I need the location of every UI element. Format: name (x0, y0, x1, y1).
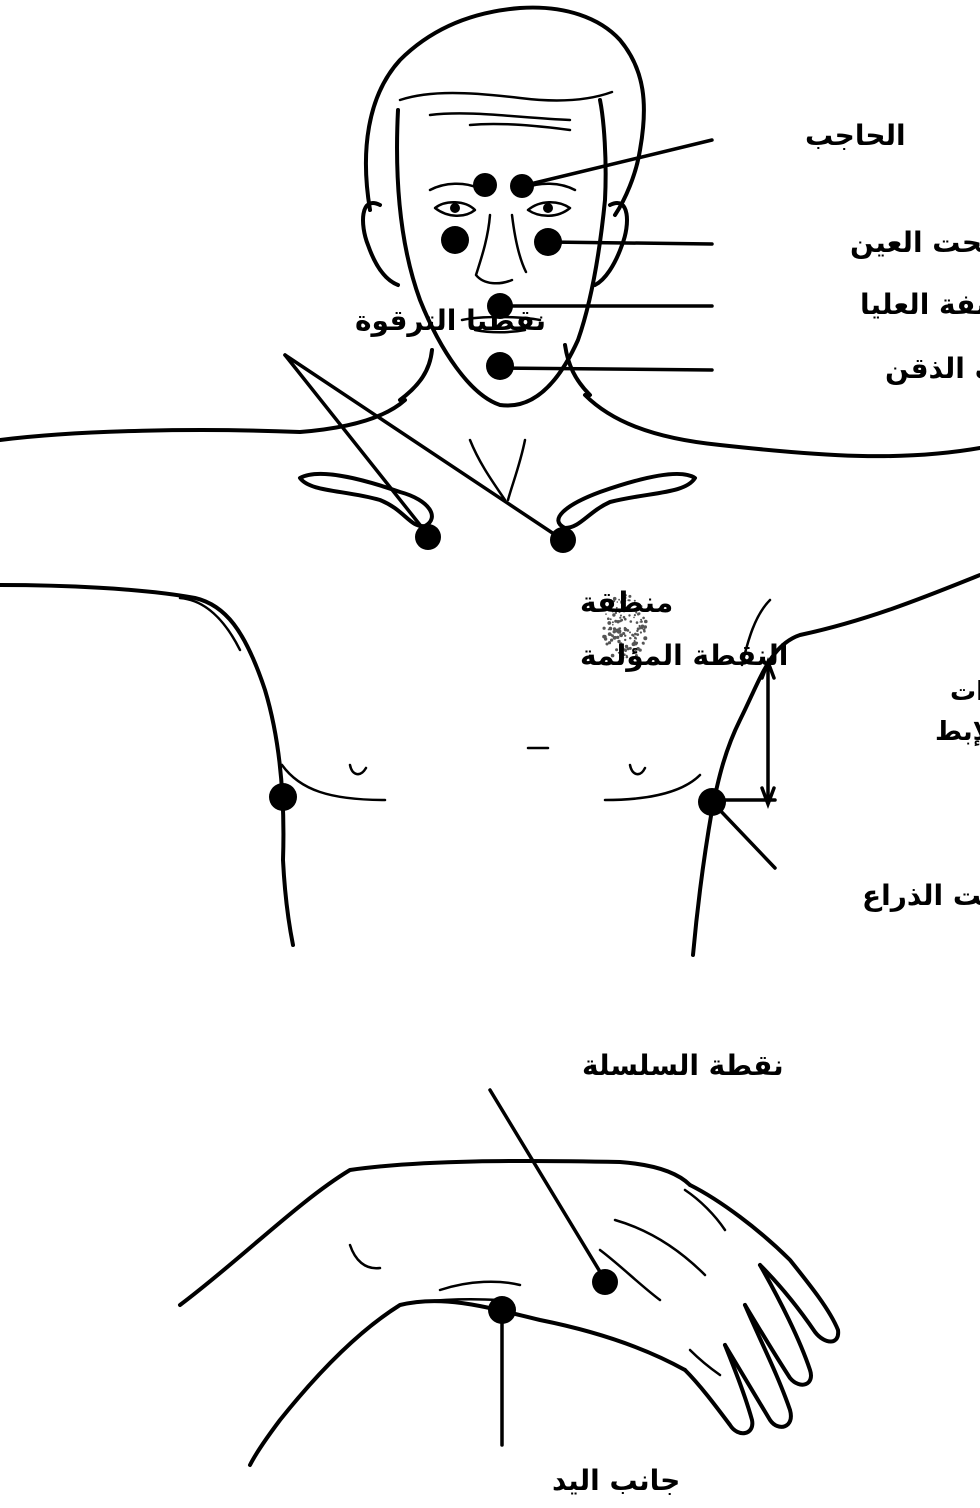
label-side-of-hand: جانب اليد (552, 1464, 680, 1497)
stipple-dot (639, 627, 642, 630)
stipple-dot (612, 621, 614, 623)
label-collarbone-points: نقطتا الترقوة (355, 304, 546, 337)
label-sore-spot-line1: منطقة (580, 586, 673, 619)
stipple-dot (608, 632, 612, 636)
under-arm-point-left (269, 783, 297, 811)
stipple-dot (644, 625, 647, 628)
stipple-dot (630, 620, 633, 623)
stipple-dot (641, 628, 643, 630)
stipple-dot (633, 635, 635, 637)
karate-chop-point (592, 1269, 618, 1295)
stipple-dot (641, 621, 643, 623)
eyebrow-point-left (473, 173, 497, 197)
labels: الحاجب تحت العين الشفة العليا منتصف الذق… (355, 119, 980, 1497)
collarbone-point-left (415, 524, 441, 550)
label-under-arm: تحت الذراع (862, 879, 980, 912)
label-karate-chop: نقطة السلسلة (582, 1049, 784, 1082)
torso-drawing (0, 395, 980, 955)
label-upper-lip: الشفة العليا (860, 288, 980, 321)
label-eyebrows: الحاجب (805, 119, 906, 152)
stipple-dot (624, 627, 627, 630)
eyebrow-point-right (510, 174, 534, 198)
stipple-dot (612, 624, 614, 626)
under-arm-point-right (698, 788, 726, 816)
label-armpit-line1: ١٠ سنتيمترات (950, 677, 980, 707)
head-drawing (363, 8, 644, 406)
collarbone-point-right (550, 527, 576, 553)
stipple-dot (640, 631, 642, 633)
label-sore-spot-line2: النقطة المؤلمة (580, 639, 788, 672)
stipple-dot (643, 630, 646, 633)
tapping-points (269, 173, 726, 1324)
label-armpit-line2: أسفل الإبط (935, 714, 980, 747)
stipple-dot (607, 621, 611, 625)
stipple-dot (609, 627, 612, 630)
stipple-dot (613, 627, 616, 630)
stipple-dot (603, 627, 606, 630)
stipple-dot (617, 629, 621, 633)
under-eye-point-left (441, 226, 469, 254)
stipple-dot (636, 621, 639, 624)
stipple-dot (642, 625, 644, 627)
label-chin-middle: منتصف الذقن (885, 352, 980, 385)
stipple-dot (644, 620, 648, 624)
stipple-dot (613, 630, 616, 633)
under-eye-point-right (534, 228, 562, 256)
stipple-dot (604, 635, 606, 637)
chin-point (486, 352, 514, 380)
stipple-dot (640, 619, 642, 621)
stipple-dot (629, 631, 631, 633)
side-of-hand-point (488, 1296, 516, 1324)
stipple-dot (622, 632, 624, 634)
stipple-dot (624, 635, 626, 637)
stipple-dot (614, 620, 617, 623)
label-under-eye: تحت العين (850, 226, 980, 259)
stipple-dot (634, 633, 637, 636)
